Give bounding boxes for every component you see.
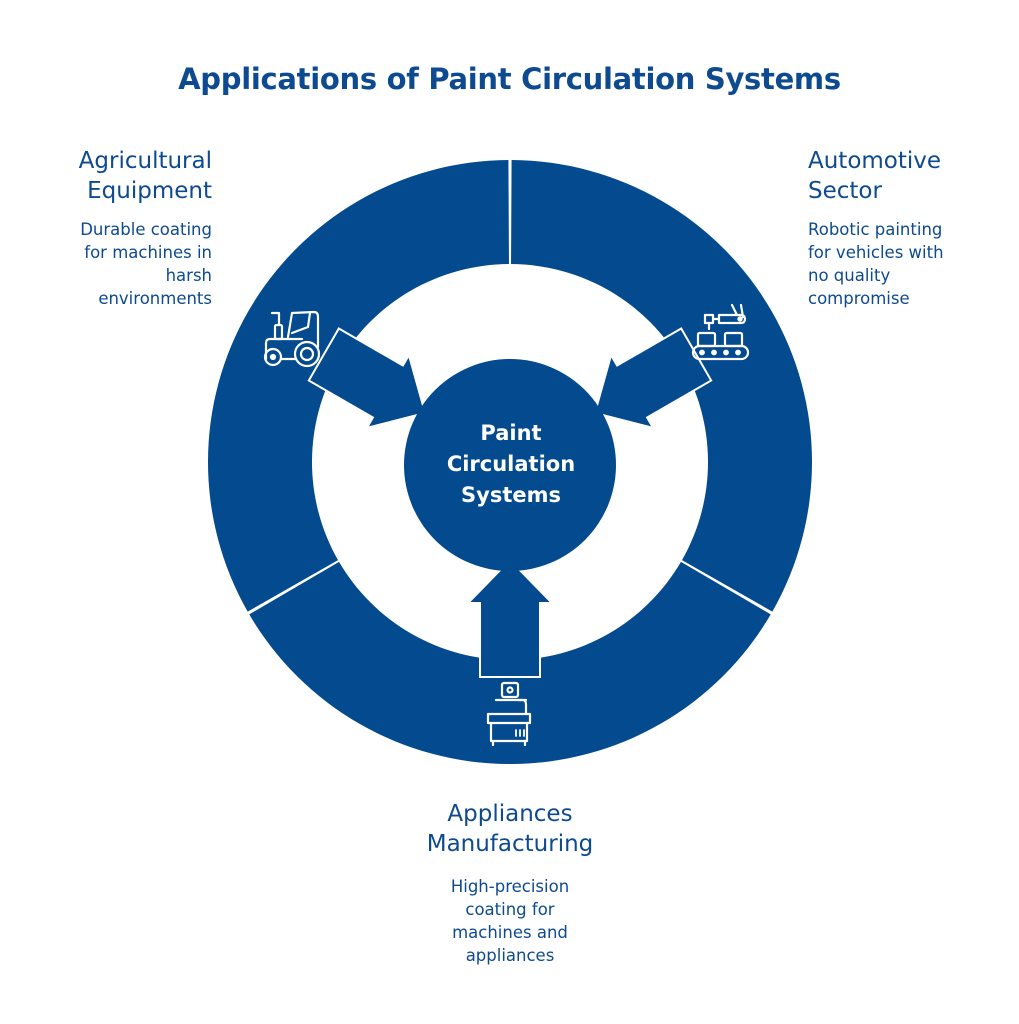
description-line: coating for <box>465 900 555 919</box>
description-line: appliances <box>465 946 555 965</box>
segment-appliances: Appliances Manufacturing High-precision … <box>380 799 640 967</box>
description-line: Durable coating <box>80 220 212 239</box>
description-line: for machines in <box>84 243 212 262</box>
heading-line: Agricultural <box>78 148 212 174</box>
arrow-appliances <box>465 558 555 678</box>
ring-segment-automotive <box>511 160 812 612</box>
description-line: machines and <box>452 923 568 942</box>
segment-description: Robotic painting for vehicles with no qu… <box>808 218 1008 310</box>
description-line: Robotic painting <box>808 220 943 239</box>
appliance-machine-icon <box>486 681 532 747</box>
arrow-automotive <box>593 327 713 430</box>
segment-agricultural: Agricultural Equipment Durable coating f… <box>30 146 212 310</box>
description-line: harsh <box>165 266 212 285</box>
description-line: compromise <box>808 289 910 308</box>
segment-heading: Appliances Manufacturing <box>380 799 640 859</box>
center-hub <box>404 359 616 571</box>
segment-heading: Agricultural Equipment <box>30 146 212 206</box>
description-line: no quality <box>808 266 891 285</box>
heading-line: Appliances <box>447 801 573 827</box>
ring-segment-agricultural <box>207 160 509 612</box>
description-line: environments <box>98 289 212 308</box>
page-title: Applications of Paint Circulation System… <box>178 62 841 96</box>
arrow-agricultural <box>307 327 427 430</box>
segment-description: Durable coating for machines in harsh en… <box>30 218 212 310</box>
heading-line: Equipment <box>87 178 212 204</box>
arrows <box>307 327 713 678</box>
center-label-line: Systems <box>461 483 561 507</box>
tractor-icon <box>263 310 321 368</box>
center-label: Paint Circulation Systems <box>405 418 617 511</box>
heading-line: Sector <box>808 178 882 204</box>
segment-description: High-precision coating for machines and … <box>380 875 640 967</box>
heading-line: Manufacturing <box>426 831 594 857</box>
description-line: High-precision <box>450 877 570 896</box>
heading-line: Automotive <box>808 148 942 174</box>
center-label-line: Circulation <box>446 452 576 476</box>
segment-automotive: Automotive Sector Robotic painting for v… <box>808 146 1008 310</box>
center-label-line: Paint <box>480 421 542 445</box>
segment-heading: Automotive Sector <box>808 146 1008 206</box>
robotic-arm-conveyor-icon <box>691 303 750 361</box>
description-line: for vehicles with <box>808 243 944 262</box>
